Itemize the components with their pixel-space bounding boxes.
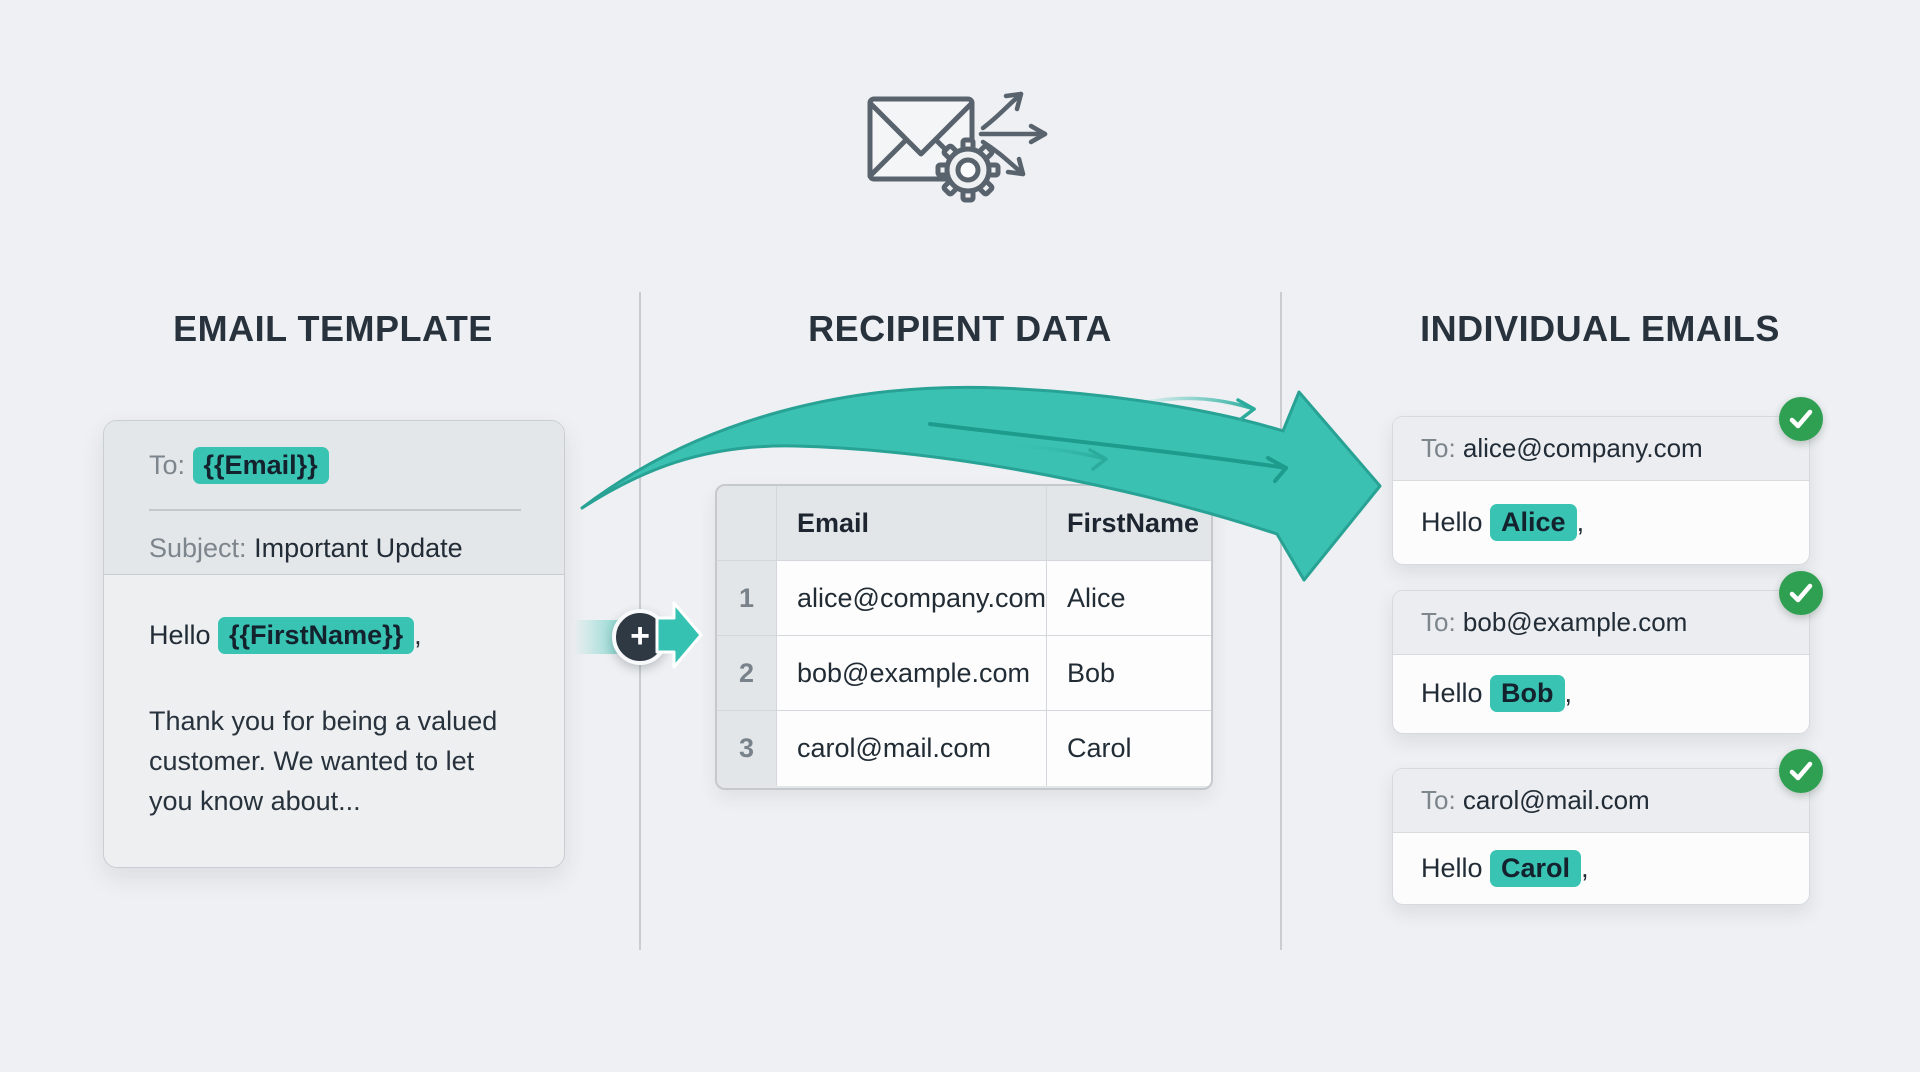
email-card-body: Hello Bob, <box>1393 655 1809 733</box>
greeting-suffix: , <box>414 620 422 650</box>
table-header-email: Email <box>777 486 1047 561</box>
table-cell-email: bob@example.com <box>777 636 1047 711</box>
row-number: 3 <box>717 711 777 786</box>
merged-name-chip: Carol <box>1490 849 1582 887</box>
row-number: 1 <box>717 561 777 636</box>
table-cell-firstname: Alice <box>1047 561 1211 636</box>
template-to-row: To: {{Email}} <box>149 447 329 484</box>
template-card-header: To: {{Email}} Subject: Important Update <box>104 421 564 575</box>
table-header-firstname: FirstName <box>1047 486 1211 561</box>
template-greeting-row: Hello {{FirstName}}, <box>149 617 422 654</box>
subject-label: Subject: <box>149 533 247 563</box>
email-card-body: Hello Carol, <box>1393 833 1809 904</box>
to-label: To: <box>1421 607 1463 637</box>
to-label: To: <box>149 450 186 480</box>
emails-section-heading: INDIVIDUAL EMAILS <box>1420 308 1780 349</box>
to-address: bob@example.com <box>1462 607 1688 637</box>
inner-flow-arrow <box>928 422 1288 483</box>
greeting-suffix: , <box>1564 678 1573 709</box>
mail-merge-icon <box>855 72 1065 217</box>
greeting-prefix: Hello <box>1421 506 1491 537</box>
table-cell-firstname: Bob <box>1047 636 1211 711</box>
table-cell-firstname: Carol <box>1047 711 1211 786</box>
subject-value: Important Update <box>254 533 463 563</box>
success-check-icon <box>1779 749 1823 793</box>
speed-arrow-lower <box>994 444 1108 471</box>
email-template-card: To: {{Email}} Subject: Important Update … <box>103 420 565 868</box>
to-label: To: <box>1421 433 1463 463</box>
envelope-gear-send-icon <box>867 91 1048 203</box>
table-cell-email: carol@mail.com <box>777 711 1047 786</box>
to-address: carol@mail.com <box>1462 785 1650 815</box>
to-address: alice@company.com <box>1462 433 1703 463</box>
success-check-icon <box>1779 397 1823 441</box>
template-subject-row: Subject: Important Update <box>149 533 463 564</box>
merged-name-chip: Alice <box>1490 503 1577 541</box>
email-variable-chip: {{Email}} <box>192 447 329 484</box>
table-cell-email: alice@company.com <box>777 561 1047 636</box>
individual-email-card: To: alice@company.com Hello Alice, <box>1392 397 1823 565</box>
recipient-data-table: Email FirstName 1 alice@company.com Alic… <box>715 484 1213 790</box>
individual-email-card: To: bob@example.com Hello Bob, <box>1392 571 1823 734</box>
section-divider-right <box>1280 292 1282 950</box>
email-card-body: Hello Alice, <box>1393 481 1809 564</box>
merged-name-chip: Bob <box>1490 675 1565 713</box>
greeting-suffix: , <box>1576 506 1585 537</box>
row-number: 2 <box>717 636 777 711</box>
greeting-prefix: Hello <box>1421 852 1491 883</box>
speed-arrow-upper <box>1134 396 1256 421</box>
template-card-body: Hello {{FirstName}}, Thank you for being… <box>104 575 564 866</box>
send-arrows-icon <box>978 91 1048 177</box>
template-header-divider <box>149 509 521 511</box>
greeting-suffix: , <box>1581 852 1589 883</box>
email-card-header: To: bob@example.com <box>1393 591 1809 655</box>
success-check-icon <box>1779 571 1823 615</box>
email-card-header: To: carol@mail.com <box>1393 769 1809 833</box>
recipients-section-heading: RECIPIENT DATA <box>808 308 1112 349</box>
individual-email-card: To: carol@mail.com Hello Carol, <box>1392 749 1823 905</box>
firstname-variable-chip: {{FirstName}} <box>218 617 415 654</box>
table-corner-cell <box>717 486 777 561</box>
template-section-heading: EMAIL TEMPLATE <box>173 308 493 349</box>
to-label: To: <box>1421 785 1463 815</box>
plus-merge-icon: + <box>612 609 668 665</box>
template-body-text: Thank you for being a valued customer. W… <box>149 706 498 816</box>
email-card-header: To: alice@company.com <box>1393 417 1809 481</box>
greeting-prefix: Hello <box>1421 678 1491 709</box>
gear-icon <box>935 137 1001 203</box>
greeting-prefix: Hello <box>149 620 219 650</box>
